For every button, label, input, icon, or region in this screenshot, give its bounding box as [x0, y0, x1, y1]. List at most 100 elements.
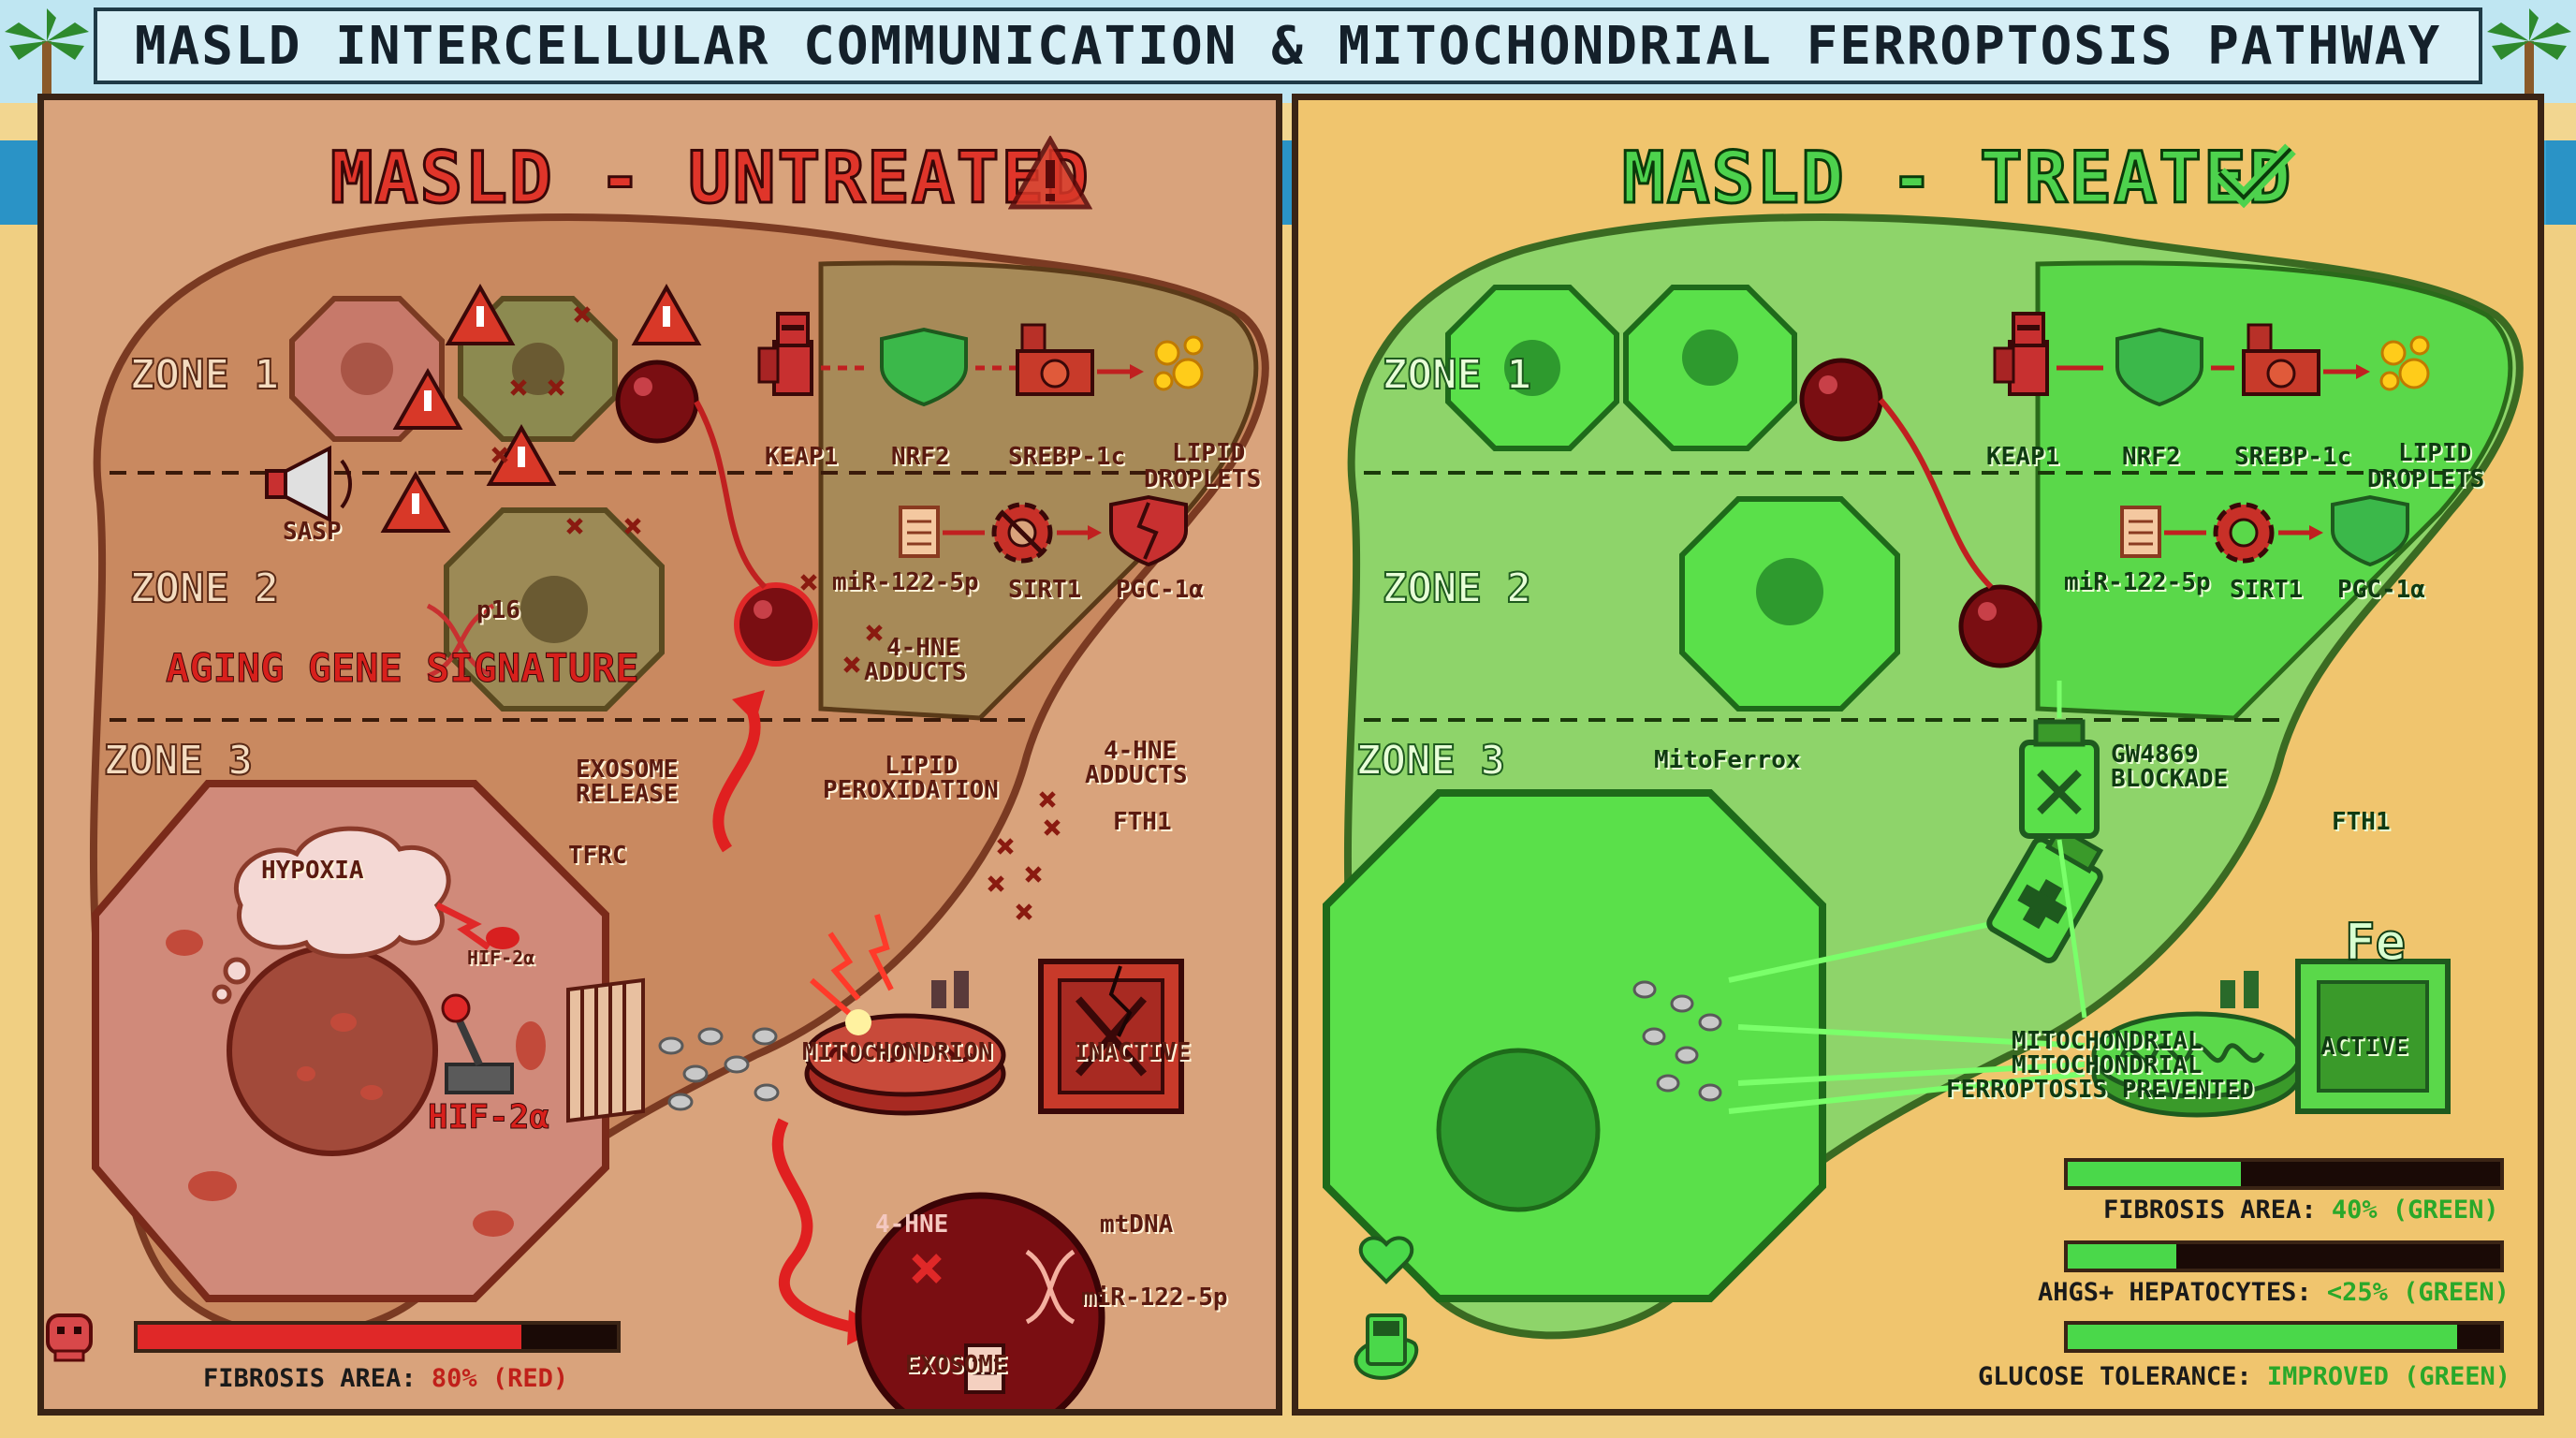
treated-shield-icon — [2115, 327, 2203, 407]
lipid-peroxidation-label-2: PEROXIDATION — [823, 776, 999, 804]
nrf2-label: NRF2 — [891, 443, 950, 471]
exosome-link — [694, 400, 768, 590]
knight-icon — [757, 312, 813, 396]
exosome-hne-label: 4-HNE — [875, 1211, 949, 1239]
sirt1-label: SIRT1 — [1008, 576, 1082, 604]
treated-srebp-label: SREBP-1c — [2234, 443, 2352, 471]
prevented-label-1: MITOCHONDRIAL — [2012, 1027, 2203, 1055]
untreated-liver-diagram — [46, 213, 1269, 1409]
treated-ahgs-value: <25% (GREEN) — [2326, 1278, 2510, 1307]
p16-label: p16 — [476, 596, 520, 624]
factory-icon — [1016, 323, 1094, 396]
treated-pgc-label: PGC-1α — [2337, 576, 2425, 604]
exosome-large — [855, 1192, 1105, 1409]
exosome-dna-icon — [1025, 1249, 1076, 1325]
treated-fibrosis-label: FIBROSIS AREA: 40% (GREEN) — [2103, 1196, 2499, 1225]
prevented-label-2: MITOCHONDRIAL — [2012, 1051, 2203, 1079]
gw4869-bottle-icon — [2019, 719, 2100, 839]
active-label: ACTIVE — [2320, 1033, 2408, 1061]
fe-label: Fe — [2344, 912, 2407, 973]
untreated-fibrosis-value: 80% (RED) — [431, 1364, 569, 1393]
warning-icon — [1008, 136, 1092, 210]
spark-icon — [810, 914, 894, 1016]
lipid-label-2: DROPLETS — [1144, 465, 1262, 493]
inactive-label: INACTIVE — [1074, 1038, 1192, 1066]
warning-marks — [412, 306, 670, 514]
title-bar: MASLD INTERCELLULAR COMMUNICATION & MITO… — [94, 7, 2482, 84]
hypoxia-label: HYPOXIA — [261, 857, 364, 885]
mitoferrox-beams — [1728, 921, 2086, 1114]
treated-glucose-label: GLUCOSE TOLERANCE: IMPROVED (GREEN) — [1978, 1362, 2510, 1391]
treated-scroll-icon — [2120, 506, 2161, 558]
scroll-icon — [899, 506, 940, 558]
treated-zone2-label: ZONE 2 — [1382, 564, 1532, 613]
treated-fibrosis-bar — [2064, 1158, 2504, 1190]
treated-ahgs-bar — [2064, 1240, 2504, 1272]
untreated-fibrosis-bar — [134, 1321, 621, 1353]
tfrc-channel-icon — [566, 977, 645, 1123]
hne-adducts2-label-2: ADDUCTS — [1085, 761, 1188, 789]
untreated-fibrosis-label: FIBROSIS AREA: 80% (RED) — [203, 1364, 568, 1393]
skull-icon — [46, 1313, 93, 1362]
treated-heading: MASLD - TREATED — [1620, 135, 2293, 221]
treated-gear-icon — [2213, 502, 2275, 564]
lipid-droplets-icon — [1153, 335, 1204, 391]
lipid-peroxidation-label-1: LIPID — [885, 752, 959, 780]
treated-glucose-bar — [2064, 1321, 2504, 1353]
treated-panel: MASLD - TREATED ZONE 1 ZONE 2 ZONE 3 KEA… — [1292, 94, 2544, 1416]
treated-knight-icon — [1993, 312, 2049, 396]
palm-tree-left-icon — [5, 8, 89, 125]
treated-liver-diagram — [1323, 213, 2524, 1380]
aging-gene-signature-label: AGING GENE SIGNATURE — [166, 645, 640, 692]
gw4869-label: GW4869 — [2111, 741, 2199, 769]
treated-hepatocyte-zone3-nucleus — [1436, 1048, 1601, 1212]
treated-keap1-label: KEAP1 — [1986, 443, 2060, 471]
treated-factory-icon — [2242, 323, 2320, 396]
lightning-icon — [435, 902, 491, 950]
damage-x-marks — [491, 306, 1061, 920]
tfrc-label: TFRC — [568, 842, 627, 870]
blockade-label: BLOCKADE — [2111, 765, 2229, 793]
treated-fth1-label: FTH1 — [2332, 808, 2391, 836]
heart-icon — [1358, 1236, 1414, 1284]
hne-adducts2-label-1: 4-HNE — [1104, 737, 1178, 765]
treated-nrf2-label: NRF2 — [2122, 443, 2181, 471]
pgc-label: PGC-1α — [1116, 576, 1204, 604]
untreated-panel: MASLD - UNTREATED ZONE 1 ZONE 2 ZONE 3 S… — [37, 94, 1282, 1416]
treated-exosome-ball-zone2 — [1958, 584, 2042, 668]
treated-iron-particles — [1632, 980, 1722, 1102]
fe-safe-icon — [2295, 959, 2451, 1114]
prevented-label-3: FERROPTOSIS PREVENTED — [1946, 1076, 2254, 1104]
treated-lipid-droplets-icon — [2379, 335, 2430, 391]
untreated-fibrosis-fill — [138, 1325, 521, 1349]
hif-label: HIF-2α — [427, 1098, 550, 1137]
treated-exosome-ball-zone1 — [1799, 358, 1883, 442]
broken-safe-icon — [1038, 959, 1184, 1114]
untreated-fibrosis-caption: FIBROSIS AREA: — [203, 1364, 417, 1393]
lever-icon — [441, 993, 514, 1094]
mitochondrion-damaged-icon — [804, 971, 1006, 1116]
treated-zone3-label: ZONE 3 — [1355, 736, 1506, 785]
exosome-ball-zone2 — [734, 582, 818, 667]
check-icon — [2214, 143, 2296, 209]
exosome-ball-zone1 — [615, 360, 699, 444]
treated-ahgs-fill — [2068, 1244, 2176, 1269]
exosome-export-arrow — [771, 1118, 851, 1332]
fth1-label: FTH1 — [1113, 808, 1172, 836]
dna-icon — [426, 603, 495, 679]
mir-label: miR-122-5p — [832, 568, 979, 596]
srebp-label: SREBP-1c — [1008, 443, 1126, 471]
mtdna-label: mtDNA — [1100, 1211, 1174, 1239]
lipid-label-1: LIPID — [1172, 439, 1246, 467]
untreated-zone3-label: ZONE 3 — [103, 736, 254, 785]
treated-lipid-label-1: LIPID — [2398, 439, 2472, 467]
untreated-zone2-label: ZONE 2 — [129, 564, 280, 613]
shield-icon — [880, 327, 968, 407]
untreated-heading: MASLD - UNTREATED — [329, 135, 1090, 221]
hepatocyte-zone3-nucleus — [227, 945, 438, 1156]
treated-fibrosis-value: 40% (GREEN) — [2331, 1196, 2499, 1225]
treated-lipid-label-2: DROPLETS — [2367, 465, 2485, 493]
treated-fibrosis-fill — [2068, 1162, 2241, 1186]
treated-glucose-fill — [2068, 1325, 2457, 1349]
exosome-release-label-1: EXOSOME — [576, 756, 679, 784]
